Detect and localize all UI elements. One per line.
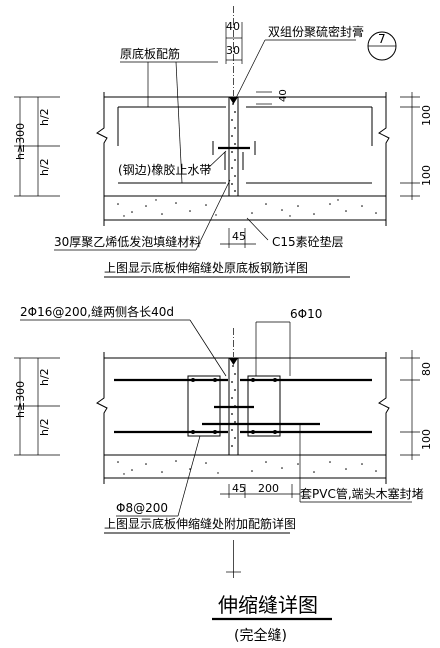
callout-number: 7 xyxy=(378,32,386,46)
drawing-subtitle: (完全缝) xyxy=(234,627,287,644)
dim-200: 200 xyxy=(258,482,279,495)
seal-label: 双组份聚硫密封膏 xyxy=(268,24,364,39)
top-detail: 40 30 40 双组份聚硫密封膏 7 原底板配筋 (钢边)橡胶止水带 30厚聚… xyxy=(14,6,433,278)
bars-top-label: 2Φ16@200,缝两侧各长40d xyxy=(20,304,174,319)
dim-40-side: 40 xyxy=(278,89,289,102)
h2-b2: h/2 xyxy=(38,418,51,436)
h-ge-300-a: h≥300 xyxy=(14,123,27,160)
d100-a2: 100 xyxy=(420,165,433,186)
cushion-label: C15素砼垫层 xyxy=(272,234,344,249)
d80: 80 xyxy=(420,362,433,376)
h-ge-300-b: h≥300 xyxy=(14,381,27,418)
pvc-label: 套PVC管,端头木塞封堵 xyxy=(300,486,424,501)
h2-a2: h/2 xyxy=(38,158,51,176)
d100-b: 100 xyxy=(420,429,433,450)
h2-a1: h/2 xyxy=(38,108,51,126)
bar-6-label: 6Φ10 xyxy=(290,307,322,321)
filler-label: 30厚聚乙烯低发泡填缝材料 xyxy=(54,234,201,249)
h2-b1: h/2 xyxy=(38,368,51,386)
sealant xyxy=(229,97,238,104)
d100-a1: 100 xyxy=(420,105,433,126)
left-break-line xyxy=(96,92,108,226)
dim-45-b: 45 xyxy=(232,482,246,495)
cushion2-hatch xyxy=(117,460,377,475)
joint-filler xyxy=(228,96,239,197)
dim-30-top: 30 xyxy=(226,44,240,57)
bottom-detail: 2Φ16@200,缝两侧各长40d 6Φ10 45 200 套PVC管,端头木塞… xyxy=(14,304,433,534)
caption-1: 上图显示底板伸缩缝处原底板钢筋详图 xyxy=(104,260,308,275)
right-break-line xyxy=(378,92,390,226)
dim-45-a: 45 xyxy=(232,230,246,243)
bar-8-label: Φ8@200 xyxy=(116,501,168,515)
caption-2: 上图显示底板伸缩缝处附加配筋详图 xyxy=(104,516,296,531)
orig-rebar-label: 原底板配筋 xyxy=(120,46,180,61)
drawing-title: 伸缩缝详图 xyxy=(218,593,318,617)
dim-40-top: 40 xyxy=(226,20,240,33)
waterstop-label: (钢边)橡胶止水带 xyxy=(118,162,211,177)
cushion-hatch xyxy=(117,199,377,217)
